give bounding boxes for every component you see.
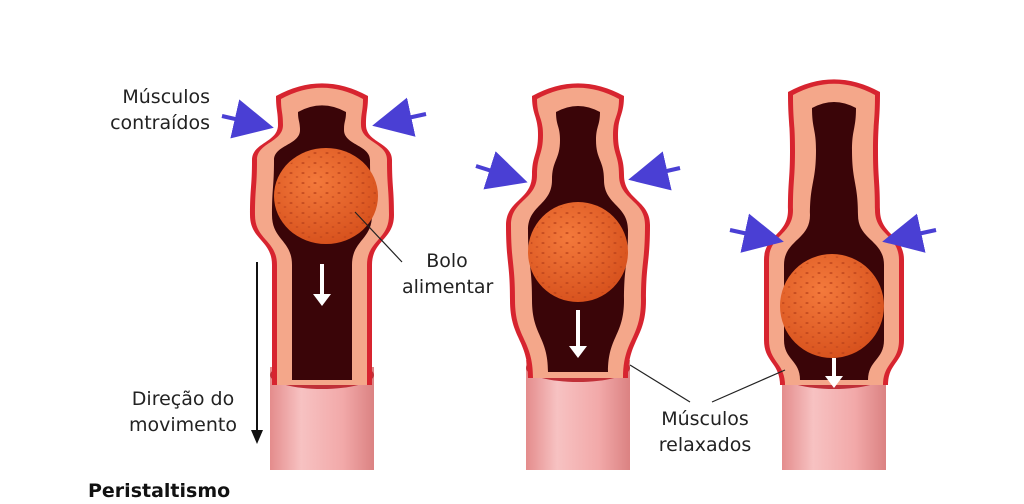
contraction-arrow-icon xyxy=(221,99,274,139)
bolus-label: Bolo alimentar xyxy=(402,248,494,300)
food-bolus xyxy=(528,202,628,302)
contraction-arrow-icon xyxy=(729,213,784,253)
direction-label: Direção do movimento xyxy=(118,386,248,438)
direction-arrow-icon xyxy=(251,262,263,444)
esophagus-segment-3 xyxy=(729,79,937,470)
food-bolus xyxy=(780,254,884,358)
direction-label-line1: Direção do xyxy=(131,388,235,410)
food-bolus xyxy=(274,148,378,244)
esophagus-segment-2 xyxy=(475,83,681,470)
contracted-label-line2: contraídos xyxy=(110,112,210,134)
movement-arrow-icon xyxy=(313,264,331,306)
contraction-arrow-icon xyxy=(882,213,937,253)
bolus-label-line2: alimentar xyxy=(402,276,494,298)
diagram-title: Peristaltismo xyxy=(88,480,231,502)
bolus-leader-line xyxy=(354,211,403,263)
contracted-label-line1: Músculos xyxy=(122,86,210,108)
relaxed-leader-line-left xyxy=(629,364,691,403)
movement-arrow-icon xyxy=(569,310,587,358)
direction-label-line2: movimento xyxy=(129,414,237,436)
contraction-arrow-icon xyxy=(475,151,528,190)
contraction-arrow-icon xyxy=(372,97,427,137)
contraction-arrow-icon xyxy=(628,151,681,191)
esophagus-segment-1 xyxy=(221,83,427,470)
contracted-muscles-label: Músculos contraídos xyxy=(96,84,210,136)
relaxed-label-line1: Músculos xyxy=(661,408,749,430)
relaxed-muscles-label: Músculos relaxados xyxy=(648,406,762,458)
relaxed-leader-line-right xyxy=(711,369,786,403)
movement-arrow-icon xyxy=(825,358,843,388)
bolus-label-line1: Bolo xyxy=(426,250,468,272)
relaxed-label-line2: relaxados xyxy=(658,434,752,456)
